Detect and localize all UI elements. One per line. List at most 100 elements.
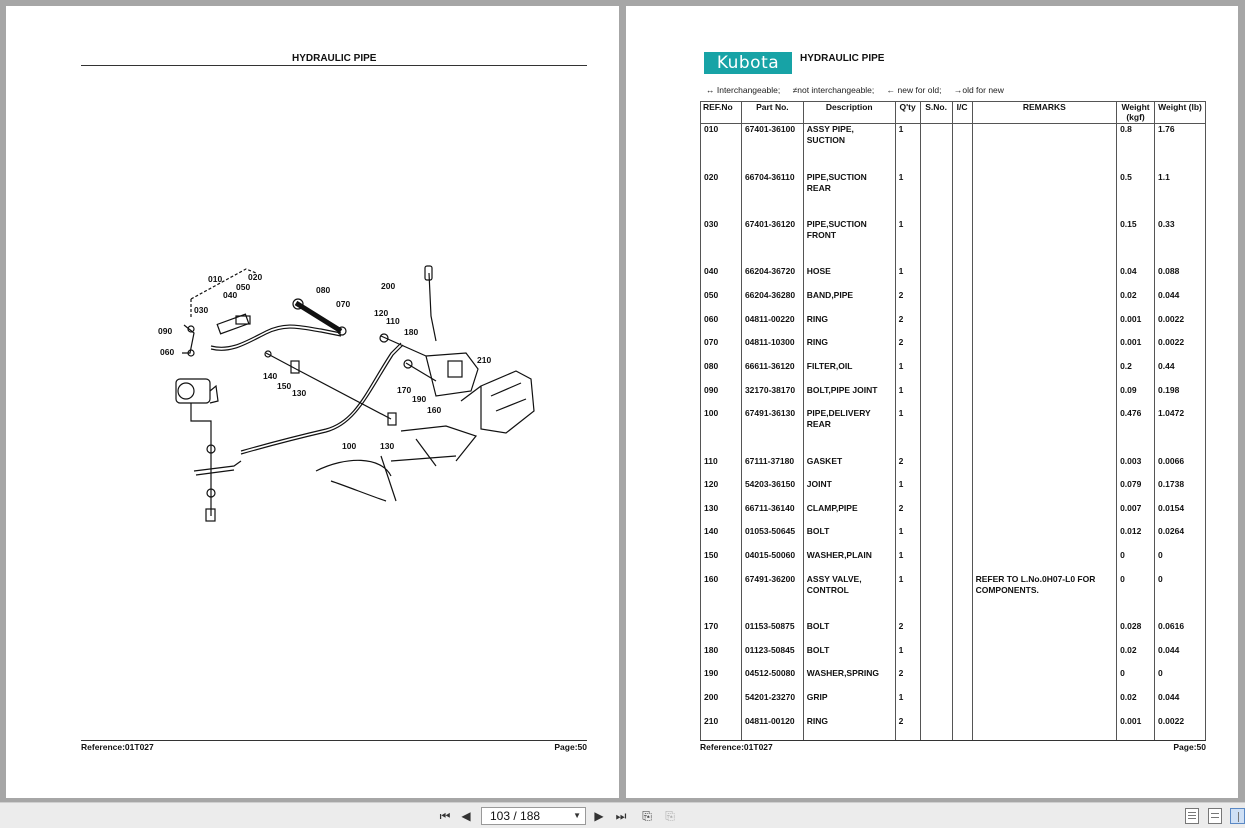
rotate-back-icon[interactable]: ⎘: [665, 809, 675, 823]
cell-remarks: [971, 668, 1118, 692]
cell-remarks: [971, 384, 1118, 409]
cell-sno: [919, 715, 953, 740]
cell-part-no: 67111-37180: [740, 455, 804, 480]
cell-ic: [951, 384, 973, 409]
cell-weight-lb: 0.0022: [1154, 313, 1206, 338]
cell-qty: 1: [894, 384, 921, 409]
cell-qty: 1: [894, 573, 921, 622]
cell-weight-kgf: 0.02: [1116, 290, 1156, 314]
cell-sno: [919, 313, 953, 338]
callout-label: 100: [342, 441, 356, 451]
cell-ref: 130: [700, 502, 742, 527]
callout-label: 080: [316, 285, 330, 295]
last-page-icon[interactable]: ⏭: [615, 809, 627, 823]
cell-weight-kgf: 0.001: [1116, 715, 1156, 740]
cell-weight-kgf: 0.001: [1116, 313, 1156, 338]
cell-ref: 100: [700, 408, 742, 456]
col-sno: S.No.: [919, 101, 953, 124]
callout-label: 210: [477, 355, 491, 365]
cell-ref: 170: [700, 621, 742, 645]
cell-description: JOINT: [802, 479, 896, 503]
cell-weight-lb: 1.1: [1154, 171, 1206, 220]
cell-qty: 2: [894, 290, 921, 314]
cell-ref: 150: [700, 550, 742, 574]
cell-sno: [919, 360, 953, 385]
cell-ic: [951, 479, 973, 503]
callout-label: 010: [208, 274, 222, 284]
cell-sno: [919, 219, 953, 267]
chevron-down-icon: ▼: [573, 811, 581, 820]
cell-description: GASKET: [802, 455, 896, 480]
cell-weight-kgf: 0.04: [1116, 266, 1156, 291]
cell-weight-kgf: 0.079: [1116, 479, 1156, 503]
cell-qty: 2: [894, 715, 921, 740]
page-selector[interactable]: 103 / 188 ▼: [481, 807, 586, 825]
cell-ref: 080: [700, 360, 742, 385]
cell-remarks: [971, 408, 1118, 456]
cell-weight-lb: 0.1738: [1154, 479, 1206, 503]
cell-ic: [951, 715, 973, 740]
cell-qty: 1: [894, 691, 921, 716]
cell-part-no: 67401-36120: [740, 219, 804, 267]
cell-sno: [919, 668, 953, 692]
col-part-no: Part No.: [740, 101, 804, 124]
cell-ic: [951, 313, 973, 338]
cell-remarks: [971, 526, 1118, 551]
page-title: HYDRAULIC PIPE: [292, 53, 377, 64]
cell-weight-kgf: 0: [1116, 668, 1156, 692]
parts-table: REF.No Part No. Description Q'ty S.No. I…: [700, 101, 1206, 742]
col-ic: I/C: [951, 101, 973, 124]
callout-label: 050: [236, 282, 250, 292]
cell-part-no: 04811-00220: [740, 313, 804, 338]
footer-reference: Reference:01T027: [81, 742, 154, 752]
cell-weight-lb: 1.76: [1154, 123, 1206, 172]
cell-ref: 090: [700, 384, 742, 409]
cell-weight-lb: 0.0616: [1154, 621, 1206, 645]
cell-sno: [919, 573, 953, 622]
legend-not-interchangeable: ≠not interchangeable;: [792, 85, 875, 95]
cell-description: ASSY VALVE, CONTROL: [802, 573, 896, 622]
cell-part-no: 66204-36720: [740, 266, 804, 291]
cell-ic: [951, 526, 973, 551]
cell-sno: [919, 123, 953, 172]
col-weight-lb: Weight (lb): [1154, 101, 1206, 124]
cell-weight-kgf: 0.5: [1116, 171, 1156, 220]
two-page-icon[interactable]: [1230, 808, 1245, 824]
cell-weight-lb: 1.0472: [1154, 408, 1206, 456]
first-page-icon[interactable]: ⏮: [439, 809, 451, 823]
single-page-icon[interactable]: [1185, 808, 1199, 824]
rotate-icon[interactable]: ⎘: [642, 809, 652, 823]
col-weight-kgf: Weight (kgf): [1116, 101, 1156, 124]
kubota-logo: Kubota: [704, 52, 792, 74]
prev-page-icon[interactable]: ◀: [461, 809, 471, 823]
cell-weight-kgf: 0.476: [1116, 408, 1156, 456]
footer-rule: [81, 740, 587, 741]
cell-part-no: 04512-50080: [740, 668, 804, 692]
cell-sno: [919, 691, 953, 716]
cell-weight-lb: 0.0154: [1154, 502, 1206, 527]
cell-description: BOLT: [802, 526, 896, 551]
cell-part-no: 67491-36200: [740, 573, 804, 622]
cell-remarks: [971, 219, 1118, 267]
callout-label: 070: [336, 299, 350, 309]
cell-remarks: [971, 691, 1118, 716]
callout-label: 040: [223, 290, 237, 300]
cell-ref: 020: [700, 171, 742, 220]
cell-ic: [951, 337, 973, 361]
continuous-icon[interactable]: [1208, 808, 1222, 824]
footer-page-number: Page:50: [554, 742, 587, 752]
next-page-icon[interactable]: ▶: [594, 809, 604, 823]
cell-description: BOLT: [802, 621, 896, 645]
cell-qty: 2: [894, 621, 921, 645]
footer-rule: [700, 740, 1206, 741]
